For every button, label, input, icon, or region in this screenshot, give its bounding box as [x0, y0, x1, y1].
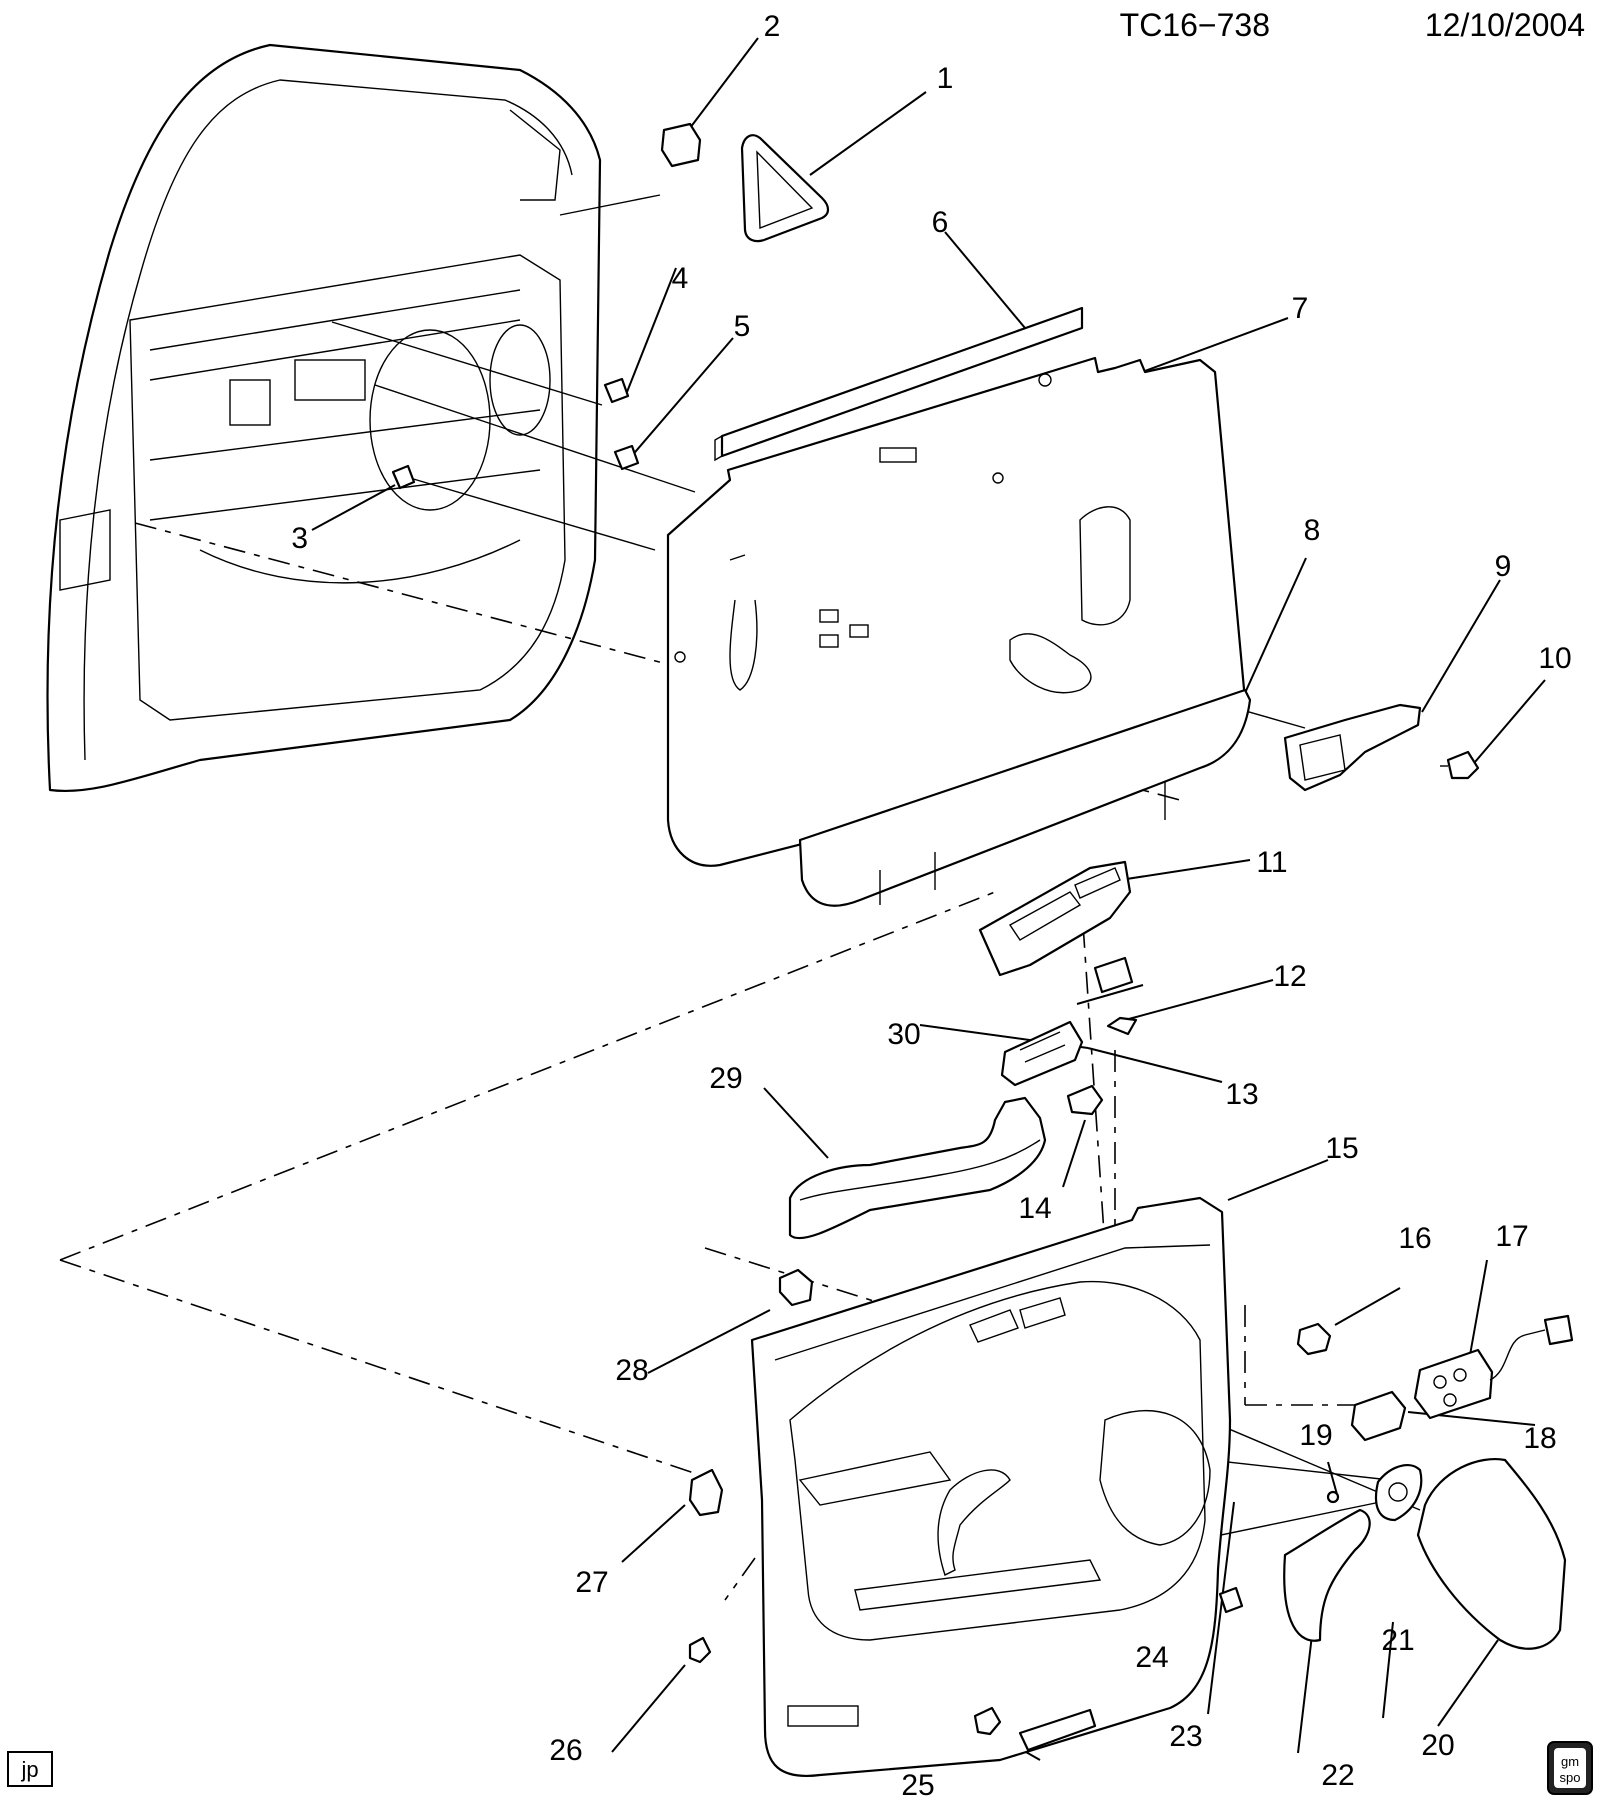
part-27-retainer	[688, 1468, 724, 1517]
part-21-speaker	[1374, 1464, 1423, 1522]
callout-10: 10	[1538, 642, 1571, 675]
callout-22: 22	[1321, 1759, 1354, 1792]
part-1-sail-panel	[740, 134, 830, 243]
callout-25: 25	[901, 1769, 934, 1801]
part-4-clip	[603, 377, 630, 404]
part-19-screw	[1326, 1490, 1340, 1504]
part-18-lock-switch	[1350, 1390, 1407, 1442]
part-3-clip	[391, 464, 416, 490]
part-30-switch	[1093, 956, 1134, 994]
diagram-date: 12/10/2004	[1425, 7, 1585, 43]
callout-1: 1	[937, 62, 954, 95]
diagram-header: TC16−738 12/10/2004	[1120, 7, 1585, 43]
callout-5: 5	[734, 310, 751, 343]
part-12-clip	[1106, 1016, 1138, 1036]
callout-15: 15	[1325, 1132, 1358, 1165]
part-11-switch-bezel	[978, 860, 1132, 977]
part-23-clip	[1218, 1586, 1244, 1614]
part-20-speaker-grille	[1416, 1458, 1567, 1650]
callout-23: 23	[1169, 1720, 1202, 1753]
callout-24: 24	[1135, 1641, 1168, 1674]
part-26-push-pin	[688, 1636, 712, 1664]
callout-17: 17	[1495, 1220, 1528, 1253]
part-16-nut	[1296, 1322, 1332, 1356]
callout-20: 20	[1421, 1729, 1454, 1762]
part-14-screw	[1066, 1084, 1104, 1116]
callout-8: 8	[1304, 514, 1321, 547]
door-frame	[46, 43, 602, 793]
callout-6: 6	[932, 206, 949, 239]
part-17-switch-harness	[1413, 1314, 1574, 1420]
callout-9: 9	[1495, 550, 1512, 583]
callout-19: 19	[1299, 1419, 1332, 1452]
part-2-clip	[660, 122, 702, 168]
callout-7: 7	[1292, 292, 1309, 325]
part-13-window-switch	[1000, 1020, 1084, 1087]
part-9-handle-bracket	[1283, 703, 1422, 792]
part-22-handle-trim	[1283, 1508, 1371, 1642]
diagram-code: TC16−738	[1120, 7, 1270, 43]
callout-12: 12	[1273, 960, 1306, 993]
callout-28: 28	[615, 1354, 648, 1387]
part-28-nut	[778, 1268, 814, 1307]
initials-text: jp	[20, 1757, 38, 1782]
callout-2: 2	[764, 10, 781, 43]
part-29-armrest	[788, 1096, 1047, 1240]
callout-18: 18	[1523, 1422, 1556, 1455]
callout-numbers: 1 2 3 4 5 6 7 8 9 10 11 12 13 14 15 16 1…	[291, 10, 1571, 1802]
part-8-lower-strip	[798, 688, 1252, 907]
gm-spo-logo: gm spo	[1547, 1741, 1593, 1795]
callout-13: 13	[1225, 1078, 1258, 1111]
part-25-bulb	[973, 1706, 1002, 1736]
part-10-bolt	[1440, 750, 1480, 780]
logo-line-1: gm	[1561, 1754, 1579, 1769]
callout-27: 27	[575, 1566, 608, 1599]
part-15-door-trim-panel	[750, 1196, 1232, 1777]
callout-16: 16	[1398, 1222, 1431, 1255]
part-24-reflector	[1018, 1708, 1097, 1752]
logo-line-2: spo	[1560, 1770, 1581, 1785]
callout-14: 14	[1018, 1192, 1051, 1225]
callout-29: 29	[709, 1062, 742, 1095]
part-5-clip	[613, 444, 640, 471]
callout-3: 3	[291, 522, 308, 555]
initials-stamp: jp	[7, 1751, 53, 1787]
callout-4: 4	[672, 262, 689, 295]
callout-21: 21	[1381, 1624, 1414, 1657]
part-6-seal-strip	[714, 306, 1084, 462]
callout-30: 30	[887, 1018, 920, 1051]
callout-11: 11	[1256, 846, 1287, 879]
callout-26: 26	[549, 1734, 582, 1767]
